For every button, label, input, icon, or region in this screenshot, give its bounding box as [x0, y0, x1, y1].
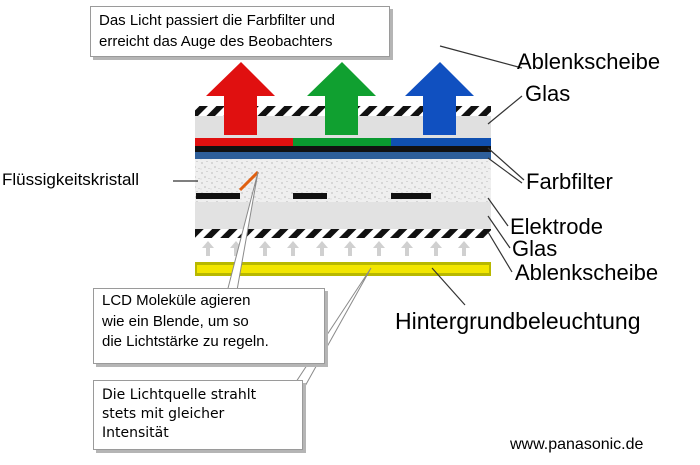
leader-color-filter	[487, 147, 525, 181]
up-arrow-icon	[401, 241, 413, 256]
label-polarizer-top: Ablenkscheibe	[517, 49, 661, 74]
leader-polarizer-bottom	[487, 231, 513, 273]
up-arrow-icon	[458, 241, 470, 256]
electrode-segment	[391, 193, 431, 199]
color-filter-blue	[391, 138, 491, 146]
callout-lcd-line-2: wie ein Blende, um so	[102, 312, 249, 330]
callout-light-line-1: Die Lichtquelle strahlt	[102, 387, 257, 403]
callout-light-source: Die Lichtquelle strahlt stets mit gleich…	[93, 380, 303, 450]
source-credit: www.panasonic.de	[510, 436, 644, 453]
blue-light-arrow-icon	[405, 62, 474, 135]
callout-top-line-2: erreicht das Auge des Beobachters	[99, 32, 333, 50]
up-arrow-icon	[344, 241, 356, 256]
electrode-segment	[293, 193, 327, 199]
callout-lcd-line-3: die Lichtstärke zu regeln.	[102, 333, 269, 351]
label-polarizer-bottom: Ablenkscheibe	[515, 260, 659, 285]
backlight-bar	[197, 265, 489, 273]
callout-lcd: LCD Moleküle agieren wie ein Blende, um …	[93, 288, 325, 364]
up-arrow-icon	[373, 241, 385, 256]
callout-top: Das Licht passiert die Farbfilter und er…	[90, 6, 390, 57]
label-glass-top: Glas	[525, 81, 571, 106]
liquid-crystal-layer	[195, 159, 491, 202]
label-liquid-crystal: Flüssigkeitskristall	[2, 170, 139, 189]
electrode-strip-top	[195, 152, 491, 159]
callout-light-line-3: Intensität	[102, 424, 169, 441]
polarizer-bottom-layer	[195, 229, 491, 238]
label-electrode: Elektrode	[510, 214, 603, 239]
leader-glass-top	[487, 95, 523, 125]
light-rays	[202, 241, 470, 256]
green-light-arrow-icon	[307, 62, 376, 135]
color-filter-red	[195, 138, 293, 146]
up-arrow-icon	[202, 241, 214, 256]
leader-electrode	[487, 197, 509, 227]
color-filter-green	[293, 138, 391, 146]
glass-bottom-layer	[195, 202, 491, 229]
lc-molecule-icon	[238, 170, 260, 192]
leader-lines	[173, 45, 525, 306]
callout-light-line-2: stets mit gleicher	[102, 405, 225, 422]
red-light-arrow-icon	[206, 62, 275, 135]
callout-lcd-line-1: LCD Moleküle agieren	[102, 292, 251, 309]
leader-color-filter-2	[487, 157, 523, 184]
black-matrix-layer	[195, 146, 491, 152]
callout-top-line-1: Das Licht passiert die Farbfilter und	[99, 12, 335, 29]
leader-polarizer-top	[439, 45, 523, 69]
label-backlight: Hintergrundbeleuchtung	[395, 308, 641, 334]
up-arrow-icon	[287, 241, 299, 256]
up-arrow-icon	[430, 241, 442, 256]
label-glass-bottom: Glas	[512, 236, 558, 261]
up-arrow-icon	[316, 241, 328, 256]
leader-backlight	[431, 267, 466, 306]
up-arrow-icon	[259, 241, 271, 256]
leader-glass-bottom	[487, 215, 511, 249]
electrode-segment	[196, 193, 240, 199]
label-color-filter: Farbfilter	[526, 169, 613, 194]
